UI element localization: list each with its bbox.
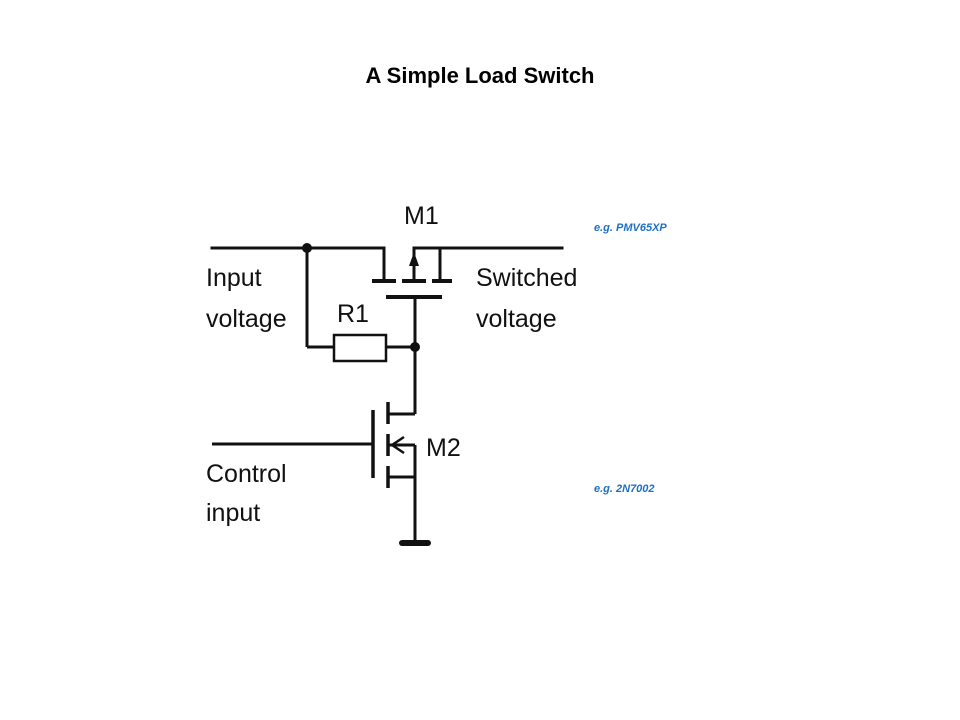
ground-icon [399,540,431,546]
control-input-label-2: input [206,499,260,527]
switched-voltage-label-2: voltage [476,305,557,333]
m1-label: M1 [404,202,439,230]
m2-arrow-icon [389,435,405,455]
r1-label: R1 [337,300,369,328]
m2-part-note: e.g. 2N7002 [594,483,655,495]
r1-resistor-body [332,333,388,363]
input-voltage-label-1: Input [206,264,262,292]
m1-arrow-icon [409,252,419,266]
m2-label: M2 [426,434,461,462]
slide-title: A Simple Load Switch [365,63,595,88]
switched-voltage-label-1: Switched [476,264,577,292]
control-input-label-1: Control [206,460,287,488]
input-voltage-label-2: voltage [206,305,287,333]
junction-dot-input [302,243,312,253]
junction-dot-gate [410,342,420,352]
m1-part-note: e.g. PMV65XP [594,222,667,234]
